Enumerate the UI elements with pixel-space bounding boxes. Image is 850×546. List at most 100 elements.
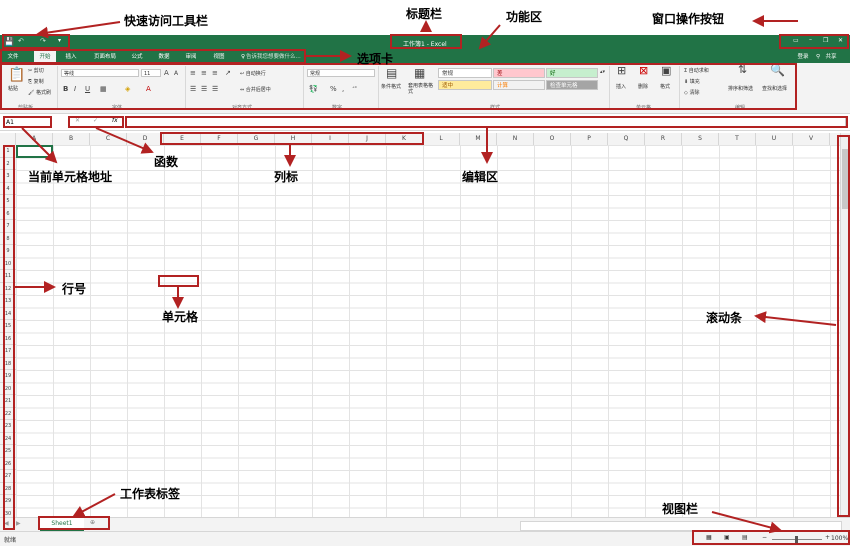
format-painter-button[interactable]: 🖌 格式刷 <box>28 90 51 96</box>
restore-icon[interactable]: ❐ <box>823 37 829 44</box>
paste-icon[interactable]: 📋 <box>8 67 26 83</box>
redo-icon[interactable]: ↷ <box>40 37 46 45</box>
ribbon-display-icon[interactable]: ▭ <box>793 37 799 44</box>
new-sheet-icon[interactable]: ⊕ <box>90 519 96 526</box>
align-middle-icon[interactable]: ≡ <box>201 69 207 77</box>
style-neutral[interactable]: 适中 <box>438 80 492 90</box>
column-header[interactable]: C <box>90 133 127 145</box>
style-normal[interactable]: 常规 <box>438 68 492 78</box>
align-bottom-icon[interactable]: ≡ <box>212 69 218 77</box>
row-header[interactable]: 23 <box>0 420 16 433</box>
format-cells-icon[interactable]: ▣ <box>661 64 672 77</box>
style-check-cell[interactable]: 检查单元格 <box>546 80 598 90</box>
column-header[interactable]: B <box>53 133 90 145</box>
sheet-nav-prev-icon[interactable]: ◀ <box>4 520 9 527</box>
align-right-icon[interactable]: ☰ <box>212 85 219 93</box>
row-header[interactable]: 4 <box>0 183 16 195</box>
tab-home[interactable]: 开始 <box>34 51 56 63</box>
orientation-icon[interactable]: ↗ <box>225 69 231 77</box>
close-icon[interactable]: ✕ <box>838 37 844 44</box>
decimal-icon[interactable]: ⁺⁰ <box>352 86 357 92</box>
row-header[interactable]: 6 <box>0 208 16 220</box>
scrollbar-thumb[interactable] <box>842 149 849 209</box>
wrap-text-button[interactable]: ↩ 自动换行 <box>240 71 266 77</box>
column-header[interactable]: T <box>719 133 756 145</box>
cut-button[interactable]: ✂ 剪切 <box>28 68 44 74</box>
undo-icon[interactable]: ↶ <box>18 37 24 45</box>
column-header[interactable]: E <box>164 133 201 145</box>
column-header[interactable]: M <box>460 133 497 145</box>
fill-color-icon[interactable]: ◈ <box>125 85 131 93</box>
align-top-icon[interactable]: ≡ <box>190 69 196 77</box>
find-select-icon[interactable]: 🔍 <box>770 63 785 77</box>
zoom-in-icon[interactable]: + <box>825 534 831 541</box>
underline-button[interactable]: U <box>85 85 91 93</box>
active-cell[interactable] <box>16 145 53 158</box>
style-bad[interactable]: 差 <box>493 68 545 78</box>
italic-button[interactable]: I <box>74 85 77 93</box>
row-header[interactable]: 19 <box>0 370 16 383</box>
delete-cells-icon[interactable]: ⊠ <box>639 64 649 77</box>
zoom-out-icon[interactable]: − <box>762 534 768 541</box>
style-calculation[interactable]: 计算 <box>493 80 545 90</box>
insert-function-button[interactable]: fx <box>112 117 118 124</box>
sort-filter-button[interactable]: 排序和筛选 <box>728 86 754 92</box>
row-header[interactable]: 30 <box>0 508 16 518</box>
conditional-format-button[interactable]: 条件格式 <box>381 84 402 90</box>
bold-button[interactable]: B <box>63 85 69 93</box>
decrease-font-icon[interactable]: A <box>174 70 179 77</box>
fill-button[interactable]: ⬇ 填充 <box>684 79 700 85</box>
font-color-icon[interactable]: A <box>146 85 151 93</box>
column-header[interactable]: Q <box>608 133 645 145</box>
column-header[interactable]: R <box>645 133 682 145</box>
column-header[interactable]: A <box>16 133 53 145</box>
row-header[interactable]: 28 <box>0 483 16 495</box>
column-header[interactable]: N <box>497 133 534 145</box>
row-header[interactable]: 25 <box>0 445 16 458</box>
tell-me-input[interactable]: 告诉我您想要做什么... <box>246 54 301 60</box>
row-header[interactable]: 12 <box>0 283 16 295</box>
tab-data[interactable]: 数据 <box>158 54 170 60</box>
customize-qat-icon[interactable]: ▾ <box>58 37 62 44</box>
insert-cells-icon[interactable]: ⊞ <box>617 64 627 77</box>
row-header[interactable]: 10 <box>0 258 16 270</box>
number-format-select[interactable]: 常规 <box>307 69 375 77</box>
row-header[interactable]: 16 <box>0 333 16 345</box>
row-header[interactable]: 1 <box>0 145 16 158</box>
column-header[interactable]: G <box>238 133 275 145</box>
row-header[interactable]: 27 <box>0 470 16 483</box>
tab-file[interactable]: 文件 <box>7 54 19 60</box>
row-header[interactable]: 20 <box>0 383 16 395</box>
styles-scroll-icon[interactable]: ▴▾ <box>600 69 606 75</box>
format-table-button[interactable]: 套用表格格式 <box>408 83 434 95</box>
increase-font-icon[interactable]: A <box>164 69 169 77</box>
delete-cells-button[interactable]: 删除 <box>638 84 649 90</box>
row-header[interactable]: 2 <box>0 158 16 170</box>
format-cells-button[interactable]: 格式 <box>660 84 671 90</box>
column-header[interactable]: I <box>312 133 349 145</box>
comma-button[interactable]: , <box>342 85 345 93</box>
copy-button[interactable]: ⎘ 复制 <box>28 79 44 85</box>
row-header[interactable]: 22 <box>0 408 16 420</box>
border-icon[interactable]: ▦ <box>100 85 107 93</box>
accounting-icon[interactable]: 💱 <box>309 85 318 93</box>
merge-center-button[interactable]: ⇔ 合并后居中 <box>240 87 271 93</box>
column-header[interactable]: H <box>275 133 312 145</box>
font-size-select[interactable]: 11 <box>141 69 161 77</box>
column-header[interactable]: V <box>793 133 830 145</box>
row-header[interactable]: 11 <box>0 270 16 283</box>
save-icon[interactable]: 💾 <box>4 37 14 46</box>
row-header[interactable]: 17 <box>0 345 16 358</box>
column-header[interactable]: S <box>682 133 719 145</box>
clear-button[interactable]: ◇ 清除 <box>684 90 700 96</box>
format-table-icon[interactable]: ▦ <box>414 66 426 80</box>
column-header[interactable]: L <box>423 133 460 145</box>
row-header[interactable]: 18 <box>0 358 16 370</box>
minimize-icon[interactable]: – <box>809 36 812 43</box>
select-all-corner[interactable] <box>0 133 16 145</box>
page-layout-view-icon[interactable]: ▣ <box>724 534 730 541</box>
row-header[interactable]: 24 <box>0 433 16 445</box>
insert-cells-button[interactable]: 插入 <box>616 84 627 90</box>
sort-filter-icon[interactable]: ⇅ <box>738 63 748 76</box>
enter-icon[interactable]: ✓ <box>93 117 99 124</box>
